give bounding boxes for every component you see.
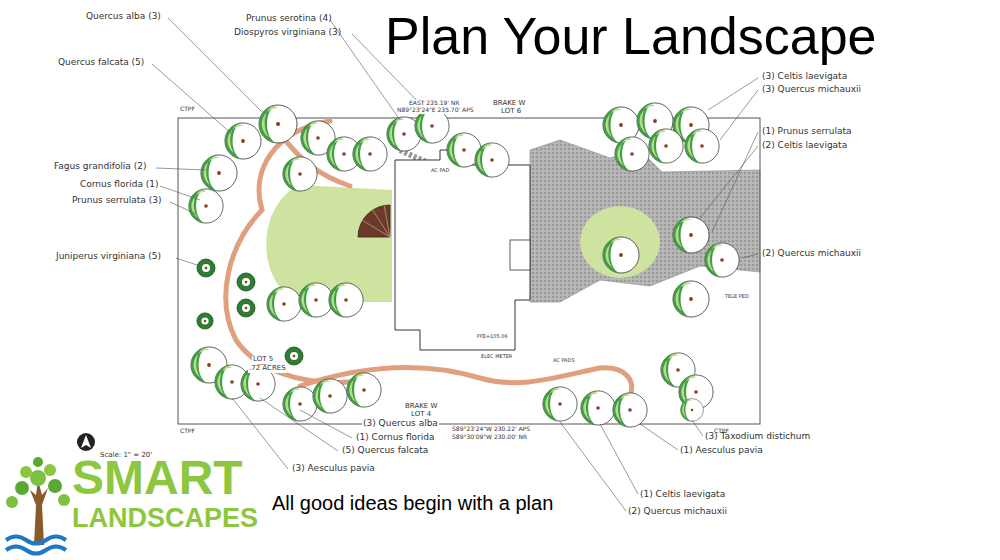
plant-label: (1) Cornus florida xyxy=(356,433,435,443)
plan-annotation: N89°23'24"E 235.70' APS xyxy=(396,107,475,114)
plant-label: Prunus serrulata (3) xyxy=(72,196,161,206)
logo-text: SMART xyxy=(72,452,243,505)
plan-annotation: ELEC METER xyxy=(480,354,513,360)
plant-label: Quercus alba (3) xyxy=(86,12,161,22)
plan-annotation: LOT 6 xyxy=(500,108,522,116)
plant-label: Fagus grandifolia (2) xyxy=(54,162,146,172)
house xyxy=(358,150,530,350)
plan-annotation: CTPF xyxy=(180,428,195,435)
leader-lines xyxy=(152,18,758,511)
trees xyxy=(189,103,739,427)
plant-label: (1) Prunus serrulata xyxy=(762,127,851,137)
plant-label: (3) Celtis laevigata xyxy=(762,72,847,82)
plan-annotation: BRAKE W xyxy=(492,100,526,108)
plant-label: Prunus serotina (4) xyxy=(246,14,332,24)
plan-annotation: TELE PED xyxy=(724,294,750,300)
plant-label: (1) Aesculus pavia xyxy=(680,446,763,456)
plan-annotation: S89°30'09"W 230.00' NR xyxy=(452,434,527,441)
plant-label: Cornus florida (1) xyxy=(80,180,159,190)
plant-label: (2) Quercus michauxii xyxy=(762,249,861,259)
plan-annotation: CTPF xyxy=(714,428,729,435)
plant-label: Quercus falcata (5) xyxy=(58,58,144,68)
plan-annotation: FFE=105.06 xyxy=(476,334,509,340)
plant-label: (2) Celtis laevigata xyxy=(762,141,847,151)
plant-label: (2) Quercus michauxii xyxy=(628,507,727,517)
plan-annotation: .72 ACRES xyxy=(248,365,287,373)
property-line xyxy=(178,118,760,424)
plant-label: (3) Quercus alba xyxy=(362,419,439,429)
logo-tree xyxy=(6,457,70,554)
plant-label: (5) Quercus falcata xyxy=(342,446,428,456)
plant-label: Juniperus virginiana (5) xyxy=(56,252,161,262)
plan-annotation: AC PAD xyxy=(430,168,450,174)
logo-text: LANDSCAPES xyxy=(72,504,258,534)
plan-annotation: S89°23'24"W 230.22' APS xyxy=(452,426,530,433)
garden-path xyxy=(226,121,632,396)
plant-label: (1) Celtis laevigata xyxy=(640,490,725,500)
page-title: Plan Your Landscape xyxy=(385,8,877,65)
plant-label: Diospyros virginiana (3) xyxy=(234,28,341,38)
plan-annotation: LOT 4 xyxy=(410,411,432,419)
plan-annotation: LOT 5 xyxy=(252,356,274,364)
plan-annotation: EAST 235.19' NR xyxy=(408,100,460,107)
caption: All good ideas begin with a plan xyxy=(272,492,553,514)
plan-annotation: AC PADS xyxy=(552,358,576,364)
north-arrow xyxy=(77,433,95,451)
plant-label: (3) Quercus michauxii xyxy=(762,85,861,95)
plan-annotation: CTPF xyxy=(180,106,195,113)
plant-label: (3) Aesculus pavia xyxy=(292,464,375,474)
plan-annotation: BRAKE W xyxy=(404,403,438,411)
